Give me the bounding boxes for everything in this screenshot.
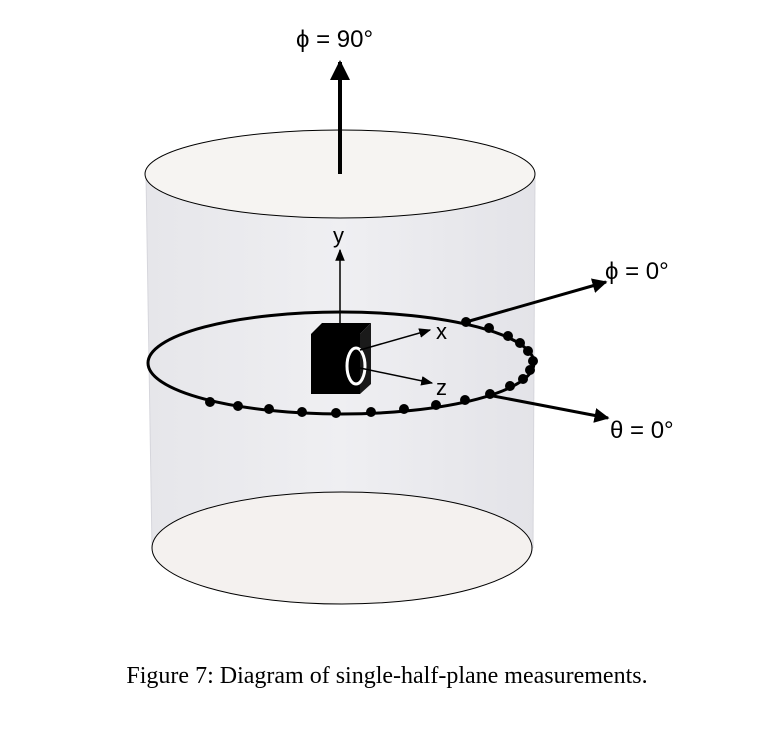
measurement-point [503, 331, 513, 341]
cylinder-bottom-cap [151, 491, 533, 605]
measurement-point [528, 356, 538, 366]
figure-caption: Figure 7: Diagram of single-half-plane m… [126, 663, 648, 689]
measurement-point [505, 381, 515, 391]
measurement-points [205, 317, 538, 418]
phi-0-arrow [465, 278, 608, 324]
x-axis-label: x [436, 319, 447, 344]
measurement-point [525, 365, 535, 375]
theta-0-label: θ = 0° [610, 417, 674, 444]
measurement-point [366, 407, 376, 417]
measurement-point [233, 401, 243, 411]
measurement-point [484, 323, 494, 333]
measurement-point [460, 395, 470, 405]
measurement-point [399, 404, 409, 414]
y-axis-label: y [333, 223, 344, 248]
theta-0-arrow [487, 393, 610, 423]
measurement-point [264, 404, 274, 414]
measurement-point [461, 317, 471, 327]
measurement-point [515, 338, 525, 348]
z-axis-arrow [359, 367, 434, 386]
phi-90-label: ϕ = 90° [296, 26, 373, 53]
measurement-point [431, 400, 441, 410]
measurement-point [485, 389, 495, 399]
phi-0-label: ϕ = 0° [605, 258, 669, 285]
measurement-point [297, 407, 307, 417]
measurement-point [331, 408, 341, 418]
measurement-point [518, 374, 528, 384]
x-axis-arrow [359, 328, 432, 351]
measurement-point [205, 397, 215, 407]
z-axis-label: z [436, 375, 447, 400]
measurement-point [523, 346, 533, 356]
device-box-icon [311, 323, 371, 394]
